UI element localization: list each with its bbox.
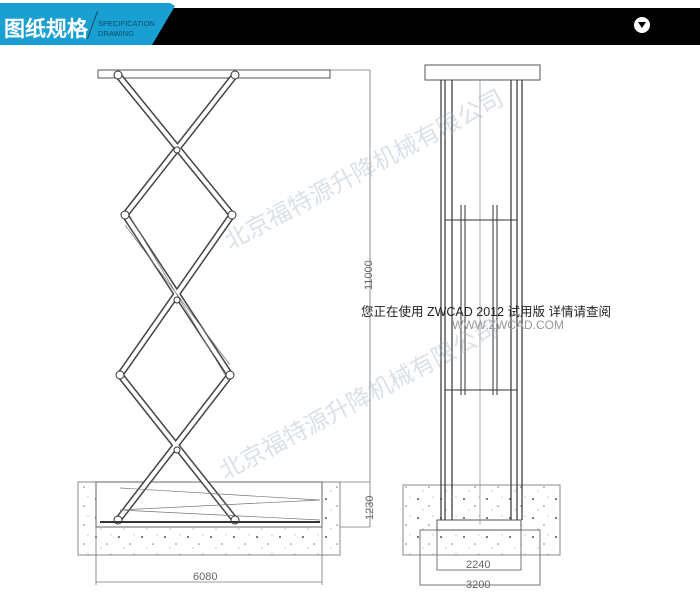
dimension-lines: [95, 69, 371, 585]
side-view: [77, 69, 371, 585]
front-pit-concrete: [402, 484, 561, 556]
pivot-joints: [113, 70, 240, 525]
front-view: [402, 64, 561, 586]
section-subtitle-line2: DRAWING: [98, 29, 134, 38]
watermark-company-2: 北京福特源升降机械有限公司: [215, 315, 503, 485]
dim-pit-depth: 1230: [364, 496, 376, 520]
dim-inner-width: 2240: [466, 559, 490, 571]
folded-arms: [119, 212, 321, 521]
section-subtitle-line1: SPECIFICATION: [98, 19, 155, 28]
trial-notice: 您正在使用 ZWCAD 2012 试用版 详情请查阅: [361, 305, 612, 319]
chevron-down-circle-icon[interactable]: [634, 17, 650, 33]
dim-outer-width: 3200: [466, 579, 490, 591]
side-platform: [97, 69, 331, 79]
front-cross-members: [445, 205, 517, 395]
dim-height: 11000: [363, 260, 375, 290]
section-title: 图纸规格: [4, 18, 88, 41]
front-platform: [424, 64, 541, 81]
dim-length: 6080: [193, 571, 217, 583]
front-columns: [440, 80, 523, 520]
trial-site: WWW.ZWCAD.COM: [452, 318, 564, 332]
